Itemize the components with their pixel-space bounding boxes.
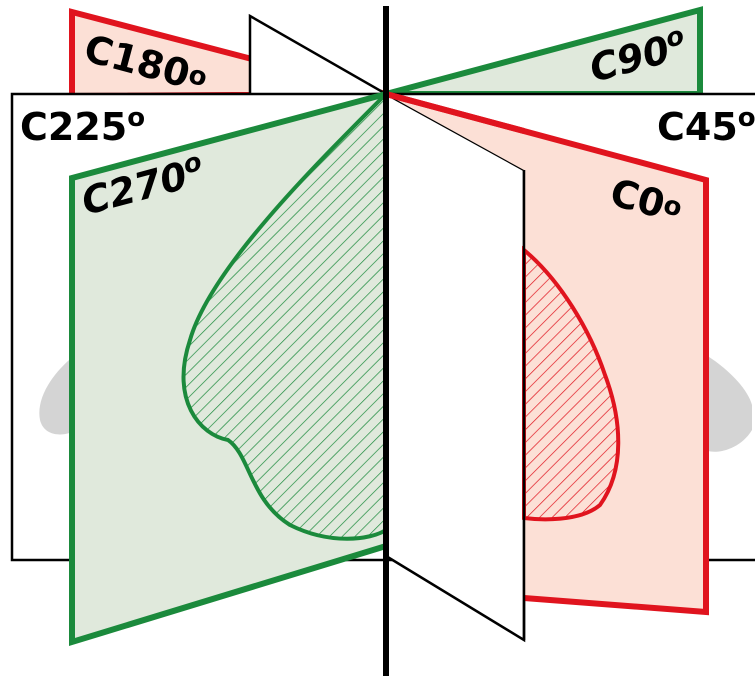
plane-c0-border [385,91,709,616]
nose-section-c270 [181,89,388,541]
label-c45: C45o [657,103,755,149]
plane-c315-front [384,91,526,643]
label-c225: C225o [20,103,145,149]
plane-c135-back [248,13,391,98]
plane-c0-edge-upper [385,91,525,134]
nose-silhouette-right-shadow [706,355,752,452]
nose-silhouette-left-shadow [39,355,75,435]
nose-section-c0 [522,245,621,522]
